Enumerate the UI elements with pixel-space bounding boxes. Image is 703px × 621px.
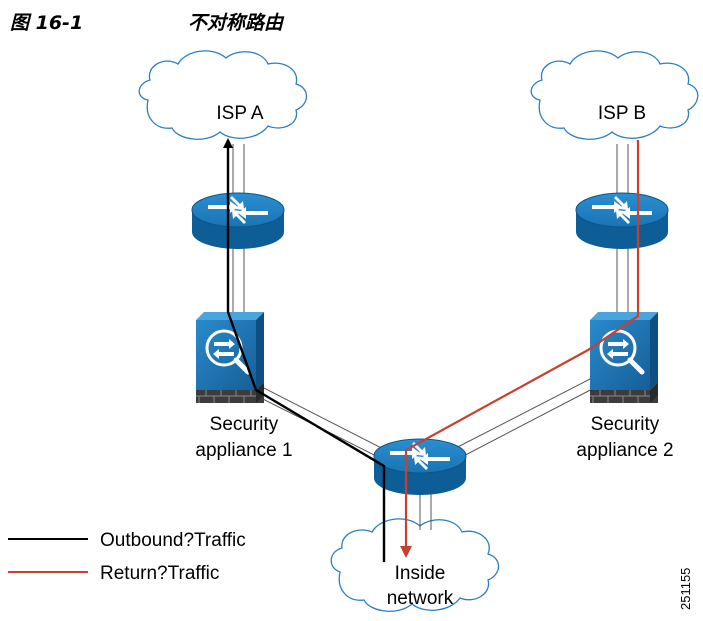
isp-a-cloud xyxy=(138,50,308,140)
legend-return-label: Return?Traffic xyxy=(100,563,219,584)
inside-network-cloud xyxy=(330,518,500,612)
security-appliance-1-icon xyxy=(196,312,264,403)
inside-network-label-line1: Inside xyxy=(395,563,446,584)
legend: Outbound?Traffic Return?Traffic xyxy=(8,530,246,584)
inside-router-icon xyxy=(373,438,467,496)
outbound-traffic-path xyxy=(223,138,386,562)
legend-outbound-label: Outbound?Traffic xyxy=(100,530,246,551)
return-traffic-path xyxy=(400,140,640,558)
isp-b-label: ISP B xyxy=(598,103,646,124)
figure-id: 251155 xyxy=(678,568,693,610)
security-appliance-1-label-line2: appliance 1 xyxy=(195,440,292,461)
inside-network-label-line2: network xyxy=(387,588,454,609)
figure-number: 图 16-1 xyxy=(10,12,84,34)
security-appliance-2-label-line1: Security xyxy=(591,414,660,435)
security-appliance-2-label-line2: appliance 2 xyxy=(576,440,673,461)
isp-b-router-icon xyxy=(575,192,669,250)
security-appliance-1-label-line1: Security xyxy=(210,414,279,435)
figure-caption: 不对称路由 xyxy=(188,12,284,34)
figure-title: 图 16-1 不对称路由 xyxy=(10,8,283,35)
isp-b-cloud xyxy=(530,50,699,140)
isp-a-router-icon xyxy=(191,192,285,250)
isp-a-label: ISP A xyxy=(216,103,264,124)
